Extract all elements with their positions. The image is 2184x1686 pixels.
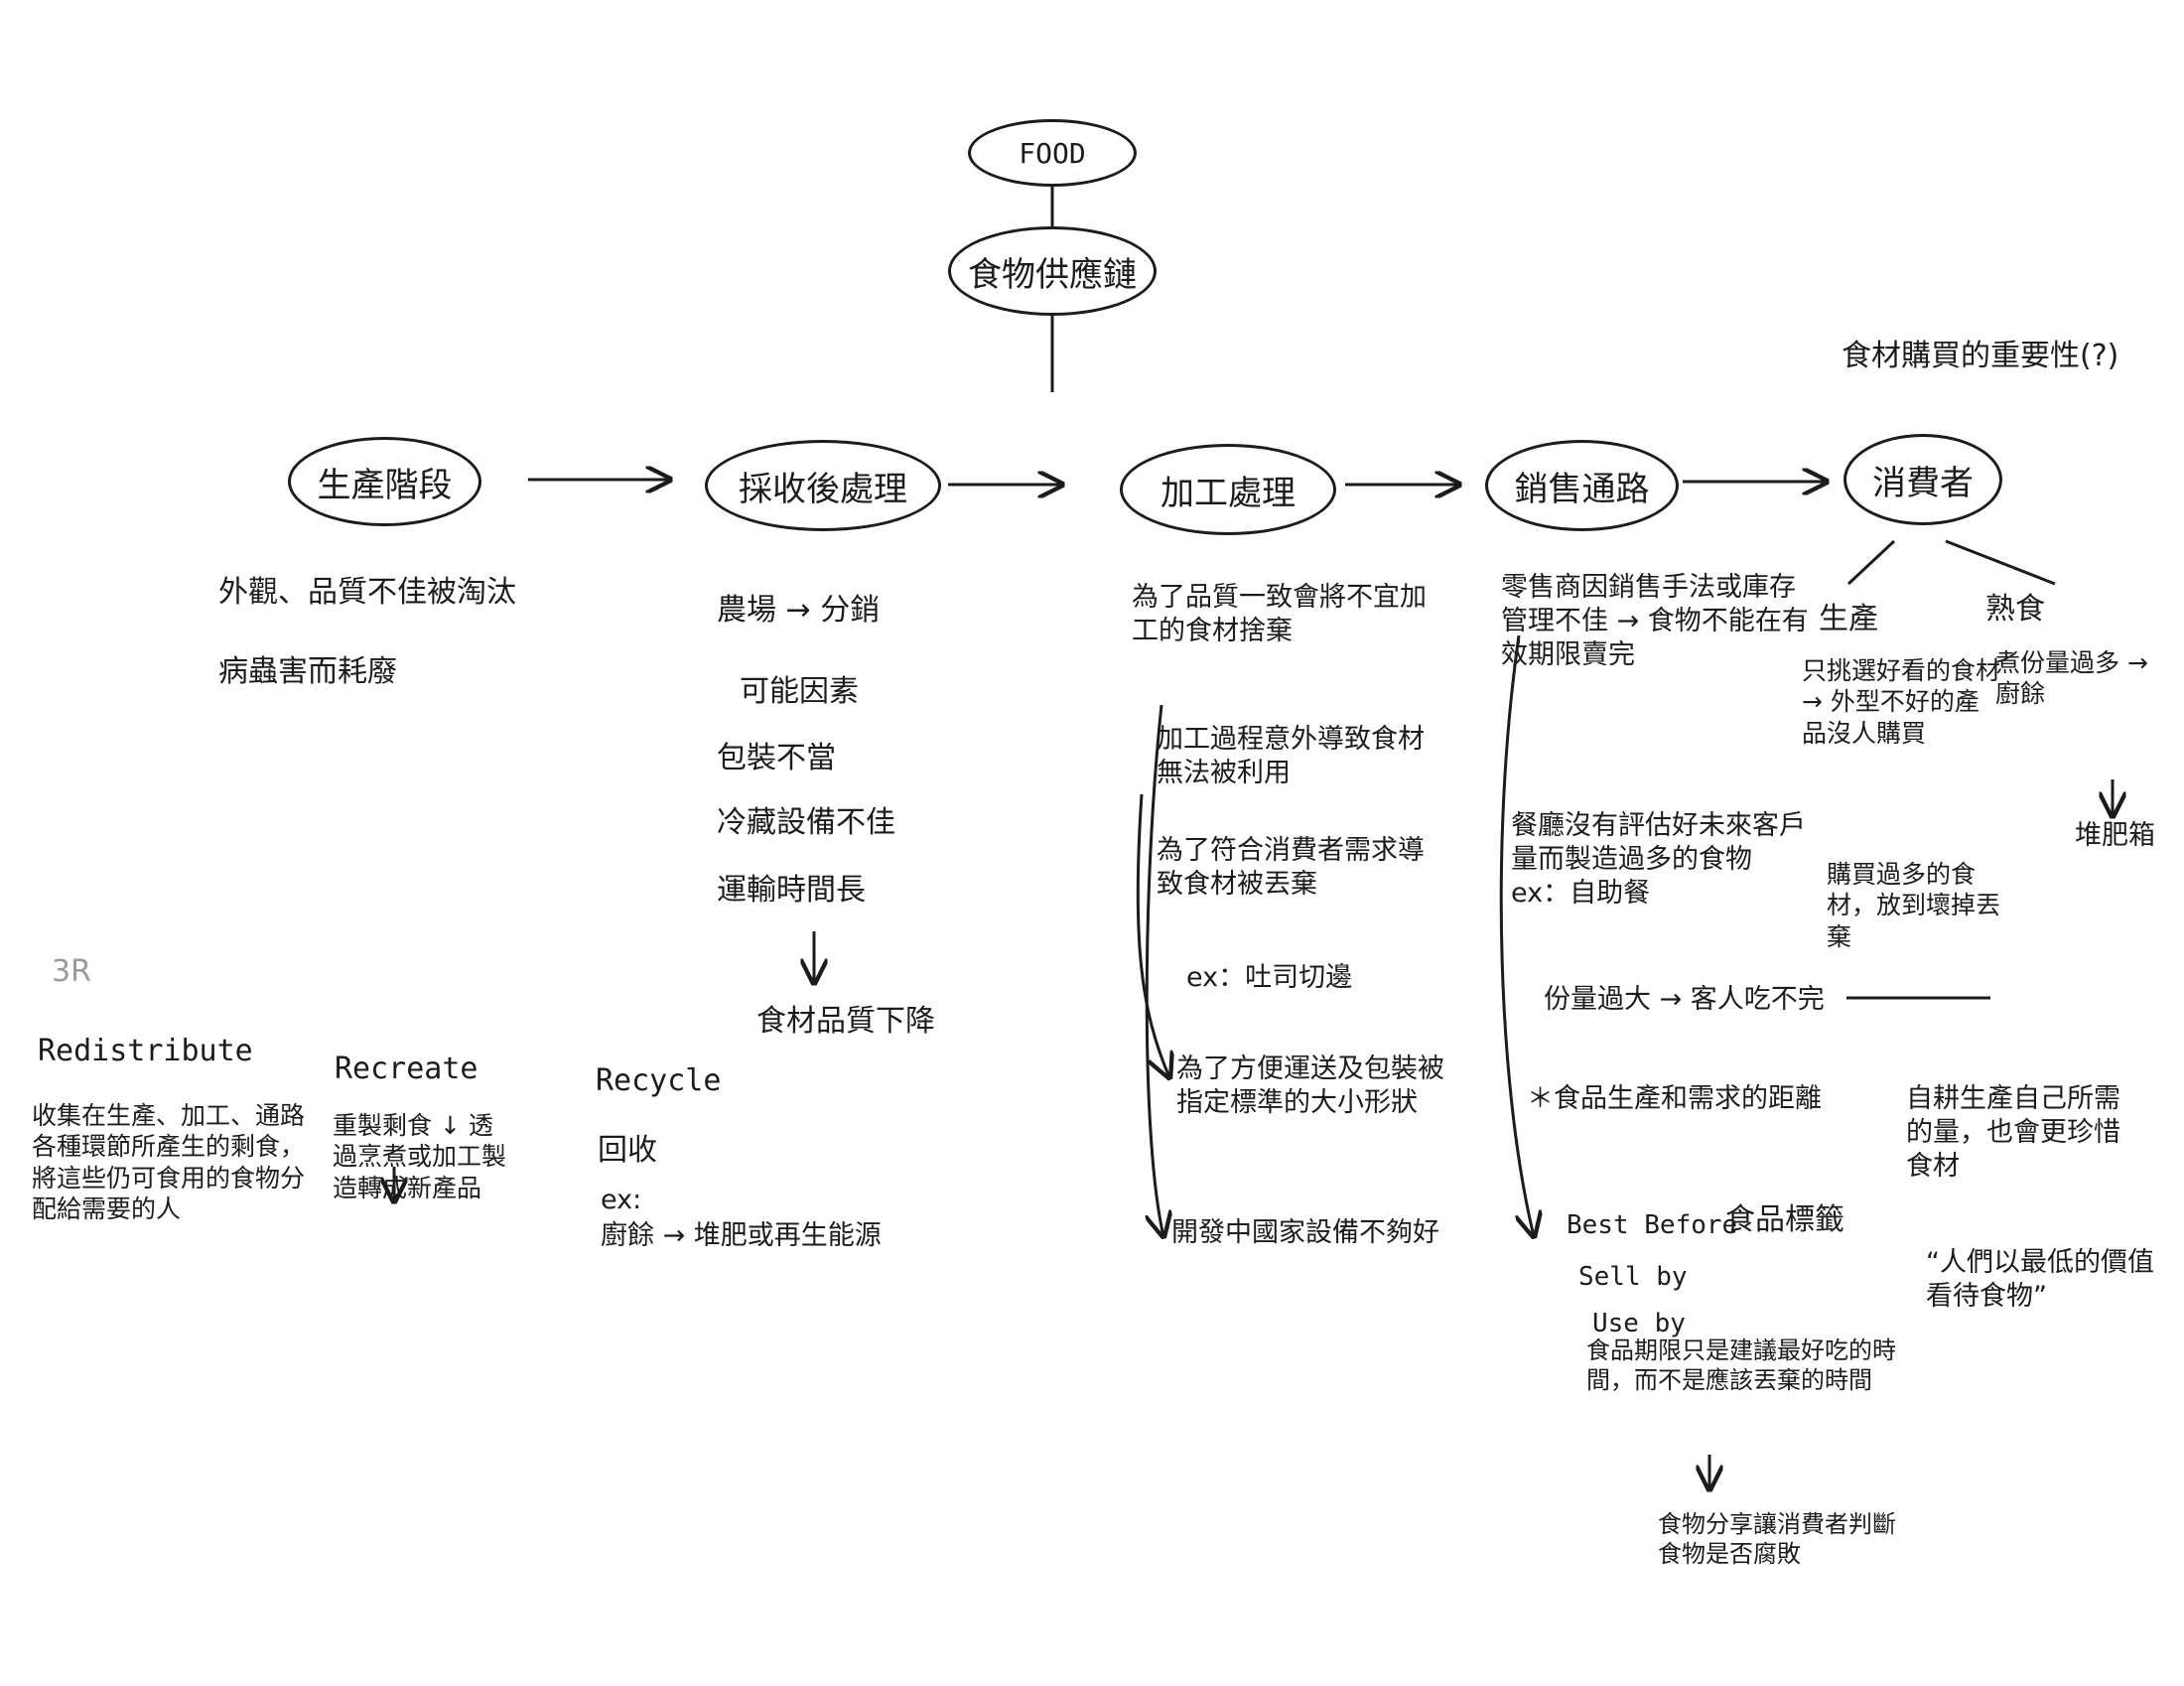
supply-chain-label: 食物供應鏈 [968,254,1137,295]
stage-node-production: 生產階段 [288,437,481,526]
stage-node-harvest: 採收後處理 [705,440,941,531]
stage-label-processing: 加工處理 [1160,473,1296,513]
consumer-branch-right [1945,539,2056,586]
processing-note-1: 為了品質一致會將不宜加工的食材捨棄 [1132,582,1427,646]
processing-note-6: 開發中國家設備不夠好 [1171,1217,1439,1248]
sales-note-1: 零售商因銷售手法或庫存管理不佳 → 食物不能在有效期限賣完 [1501,572,1809,670]
label-sell-by: Sell by [1578,1262,1688,1292]
consumer-branch-cooked-note-1: 煮份量過多 → 廚餘 [1995,648,2148,709]
harvest-reason-1: 包裝不當 [717,741,836,775]
stage-label-production: 生產階段 [317,465,453,505]
processing-bracket-line-2 [1136,793,1169,1077]
stage-label-harvest: 採收後處理 [739,469,907,509]
harvest-reason-2: 冷藏設備不佳 [717,805,895,840]
consumer-branch-left [1846,539,1896,586]
production-note-1: 外觀、品質不佳被淘汰 [218,575,516,610]
labels-title: 食品標籤 [1725,1202,1844,1237]
label-best-before: Best Before [1567,1210,1738,1240]
sales-bracket-line [1499,634,1534,1236]
harvest-reason-title: 可能因素 [740,674,859,709]
redistribute-title: Redistribute [38,1034,253,1068]
processing-note-3: 為了符合消費者需求導致食材被丟棄 [1157,835,1425,900]
stage-node-processing: 加工處理 [1120,444,1336,535]
label-use-by: Use by [1592,1309,1686,1338]
consumer-self-note: 自耕生產自己所需的量，也會更珍惜食材 [1906,1083,2120,1182]
consumer-branch-production-note-1: 只挑選好看的食材 → 外型不好的產品沒人購買 [1802,656,2001,748]
stage-node-consumer: 消費者 [1843,434,2002,525]
recycle-title: Recycle [596,1063,722,1098]
sales-note-4: ＊食品生產和需求的距離 [1527,1083,1822,1114]
recycle-example: ex: [601,1185,642,1215]
consumer-branch-production-title: 生產 [1819,602,1878,636]
processing-note-4: ex：吐司切邊 [1186,962,1353,993]
sales-note-2: 餐廳沒有評估好未來客戶量而製造過多的食物 ex：自助餐 [1511,810,1806,909]
label-result: 食物分享讓消費者判斷食物是否腐敗 [1658,1510,1896,1568]
consumer-quote: “人們以最低的價值看待食物” [1926,1247,2154,1312]
production-note-2: 病蟲害而耗廢 [218,654,397,689]
food-root-label: FOOD [1019,136,1086,170]
redistribute-note: 收集在生產、加工、通路各種環節所產生的剩食，將這些仍可食用的食物分配給需要的人 [32,1101,306,1223]
harvest-flow: 農場 → 分銷 [717,593,881,628]
stage-label-consumer: 消費者 [1872,463,1974,503]
recreate-note: 重製剩食 ↓ 透過烹煮或加工製造轉成新產品 [333,1111,507,1202]
recreate-title: Recreate [335,1052,478,1086]
sales-note-3: 份量過大 → 客人吃不完 [1544,984,1825,1015]
processing-note-2: 加工過程意外導致食材無法被利用 [1157,724,1425,788]
stage-node-sales: 銷售通路 [1485,440,1679,531]
supply-chain-node: 食物供應鏈 [948,226,1157,316]
recycle-subtitle: 回收 [598,1133,657,1168]
consumer-branch-cooked-title: 熟食 [1985,592,2045,627]
harvest-reason-3: 運輸時間長 [717,873,866,908]
processing-note-5: 為了方便運送及包裝被指定標準的大小形狀 [1176,1054,1444,1118]
stage-label-sales: 銷售通路 [1514,469,1650,509]
consumer-branch-production-note-2: 購買過多的食材，放到壞掉丟棄 [1827,860,2001,951]
three-r-label: 3R [52,954,91,989]
recycle-note: 廚餘 → 堆肥或再生能源 [601,1220,882,1251]
harvest-result: 食材品質下降 [756,1004,935,1039]
consumer-branch-cooked-note-2: 堆肥箱 [2075,820,2155,851]
importance-note: 食材購買的重要性(?) [1842,339,2119,373]
label-note: 食品期限只是建議最好吃的時間，而不是應該丟棄的時間 [1586,1336,1896,1394]
food-root-node: FOOD [968,119,1137,187]
